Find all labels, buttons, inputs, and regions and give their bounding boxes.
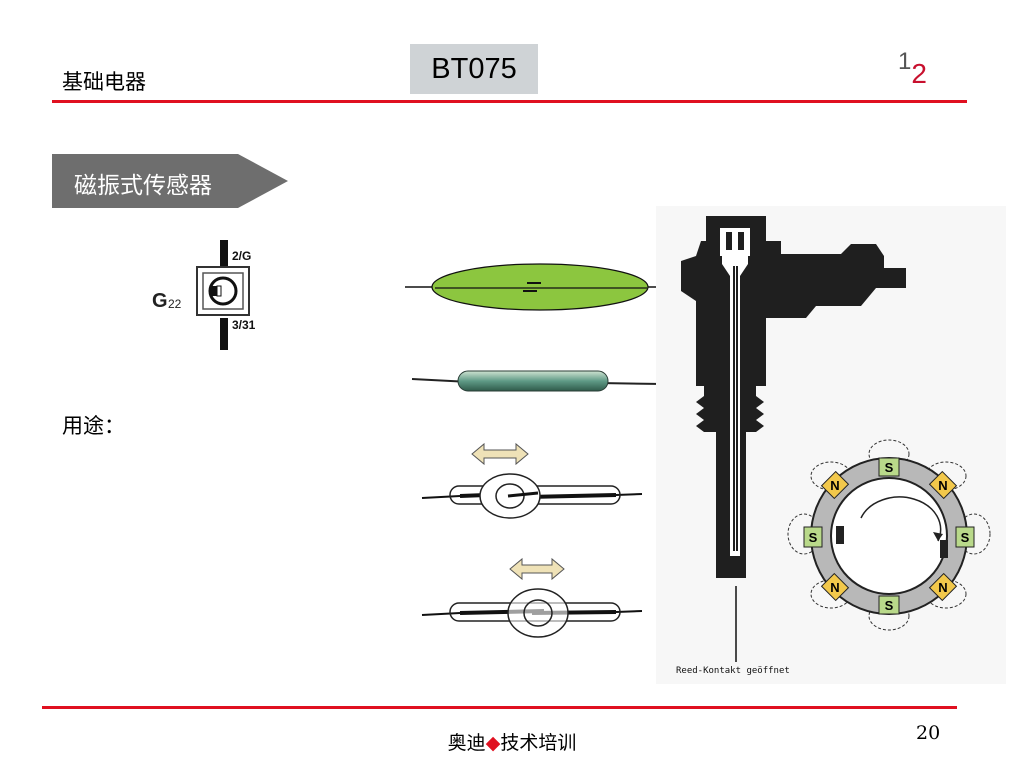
page-indicator-next: 2: [911, 58, 927, 89]
reed-glass-tube-icon: [411, 370, 664, 392]
pin-bottom-label: 3/31: [232, 318, 256, 332]
diamond-icon: ◆: [485, 732, 501, 754]
magnet-pole-5: S: [885, 598, 894, 613]
reed-sensor-symbol-icon: 2/G 3/31 G 22: [152, 240, 256, 350]
reed-with-ring-magnet-left-icon: [421, 442, 643, 519]
magnet-pole-2: N: [938, 478, 947, 493]
slide-header-title: 基础电器: [62, 70, 146, 94]
magnet-pole-1: S: [885, 460, 894, 475]
footer-divider: [42, 706, 957, 709]
reed-magnet-closed-diagram: [420, 555, 645, 655]
figure-caption: Reed-Kontakt geöffnet: [676, 666, 790, 676]
reed-with-ring-magnet-center-icon: [421, 557, 643, 638]
magnet-pole-7: S: [809, 530, 818, 545]
usage-label: 用途：: [62, 414, 125, 438]
pin-top-label: 2/G: [232, 249, 251, 263]
section-label: 磁振式传感器: [52, 154, 292, 209]
magnet-pole-8: N: [830, 478, 839, 493]
sensor-housing-and-magnet-ring-icon: S N S N S N S N: [681, 216, 991, 662]
section-label-text: 磁振式传感器: [74, 173, 212, 199]
header-divider: [52, 100, 967, 103]
magnet-pole-6: N: [830, 580, 839, 595]
reed-sensor-cross-section-figure: S N S N S N S N Reed-Kontakt geöffnet: [656, 206, 1006, 684]
designator-subscript: 22: [168, 297, 182, 311]
magnet-pole-3: S: [961, 530, 970, 545]
designator-letter: G: [152, 290, 168, 312]
footer-text: 技术培训: [500, 732, 577, 754]
sensor-schematic-symbol: 2/G 3/31 G 22: [148, 234, 298, 354]
magnet-pole-4: N: [938, 580, 947, 595]
page-indicator-current: 1: [898, 48, 912, 75]
section-arrow-shape: [52, 154, 288, 208]
reed-magnet-open-diagram: [420, 440, 645, 540]
course-code-box: BT075: [410, 44, 538, 94]
reed-switch-ellipse-icon: [405, 263, 660, 311]
footer-brand: 奥迪: [447, 732, 486, 754]
page-indicator: 12: [898, 48, 927, 89]
reed-switch-photo: [410, 362, 665, 402]
footer-brand-line: 奥迪◆技术培训: [0, 728, 1024, 755]
page-number: 20: [916, 722, 941, 744]
reed-switch-green-diagram: [405, 258, 660, 318]
